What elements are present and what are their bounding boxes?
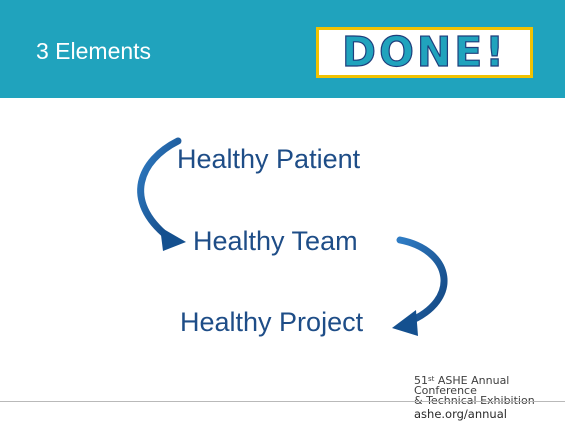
done-badge-text: DONE! [341,28,507,76]
conference-ordinal: 51 [414,374,428,387]
conference-line-1-text: ASHE Annual Conference [414,374,510,397]
conference-line-1: 51st ASHE Annual Conference [414,374,565,397]
arrow-team-to-project [392,236,448,336]
flow-item-healthy-team: Healthy Team [193,226,358,256]
done-badge: DONE! [316,27,533,78]
conference-name: 51st ASHE Annual Conference & Technical … [414,374,565,407]
footer-divider [0,401,565,402]
arrow-patient-to-team [137,137,186,251]
flow-item-healthy-patient: Healthy Patient [177,144,361,174]
conference-ordinal-suffix: st [428,375,435,383]
slide-header: 3 Elements DONE! [0,0,565,98]
conference-line-2: & Technical Exhibition [414,394,535,407]
slide-title: 3 Elements [36,38,152,64]
footer-url[interactable]: ashe.org/annual [414,407,507,421]
flow-item-healthy-project: Healthy Project [180,307,364,337]
